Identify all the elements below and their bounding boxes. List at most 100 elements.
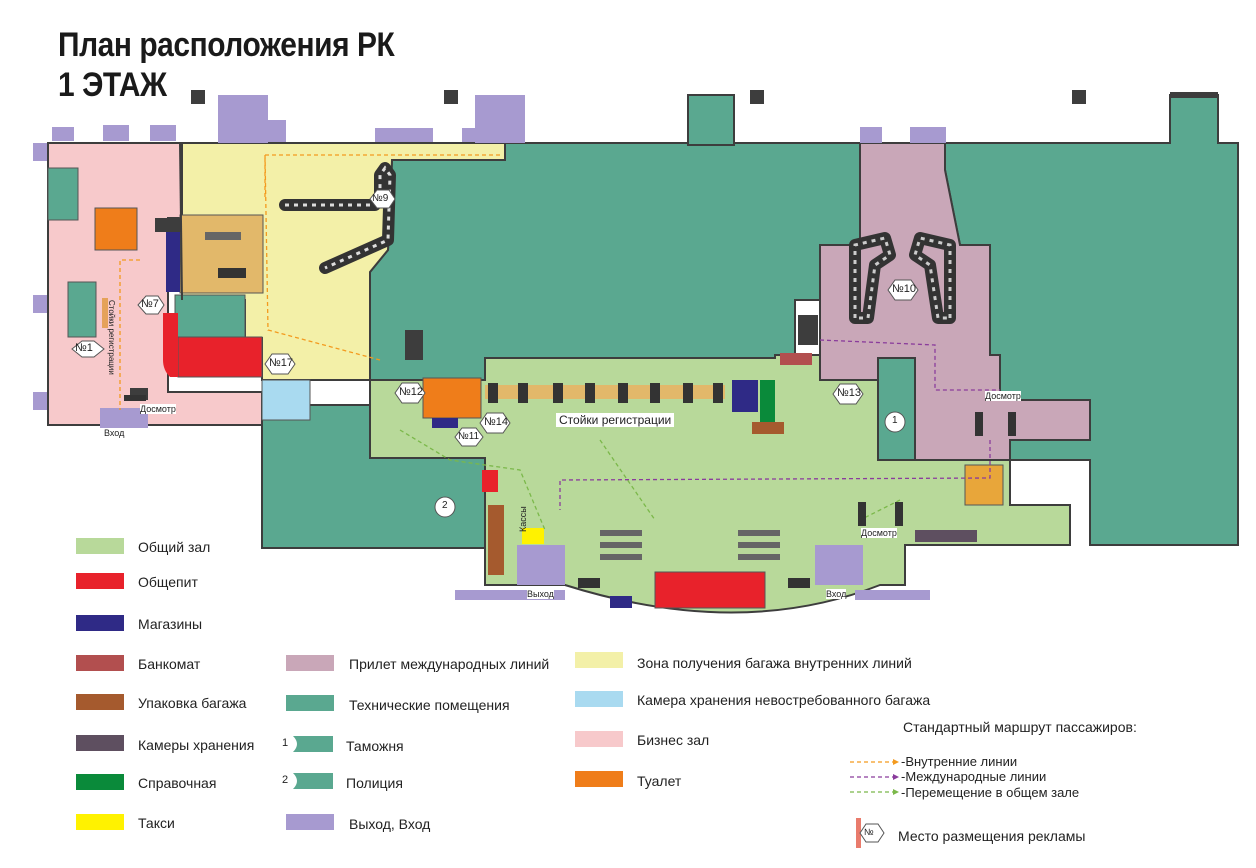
shop-left	[166, 232, 180, 292]
swatch-atm	[76, 655, 124, 671]
legend-baggage-wrap: Упаковка багажа	[138, 695, 247, 711]
marker-n7	[137, 295, 165, 315]
legend-shops: Магазины	[138, 616, 203, 632]
security-left-label: Досмотр	[140, 404, 176, 414]
toilet-center	[422, 377, 482, 419]
label-n9: №9	[372, 193, 389, 204]
marker-n9	[369, 189, 396, 209]
legend-storage: Камеры хранения	[138, 737, 255, 753]
shop-center	[732, 380, 758, 412]
label-n12: №12	[399, 386, 424, 398]
police-marker	[434, 496, 456, 518]
exit-entry-blocks	[33, 95, 946, 600]
route-hall	[399, 429, 901, 531]
marker-n13	[832, 383, 864, 405]
kassy-block	[488, 505, 504, 575]
swatch-intl-arrival	[286, 655, 334, 671]
ad-icon-text: №	[864, 827, 874, 837]
legend-domestic-baggage: Зона получения багажа внутренних линий	[637, 655, 912, 671]
swatch-shops	[76, 615, 124, 631]
legend-info: Справочная	[138, 775, 217, 791]
security-right-top-label: Досмотр	[985, 391, 1021, 401]
legend-police-number: 2	[282, 774, 289, 786]
marker-n17	[264, 353, 296, 375]
legend-customs: Таможня	[346, 738, 404, 754]
legend-police: Полиция	[346, 775, 403, 791]
catering-small	[482, 470, 498, 492]
swatch-info	[76, 774, 124, 790]
marker-n12	[394, 382, 426, 404]
storage-lockers	[915, 530, 977, 542]
marker-n14	[479, 412, 511, 434]
marker-n11	[454, 427, 484, 447]
marker-n1	[71, 340, 105, 358]
entry-left-label: Вход	[104, 428, 125, 438]
legend-unclaimed: Камера хранения невостребованного багажа	[637, 692, 931, 708]
catering-center	[654, 571, 766, 609]
swatch-storage	[76, 735, 124, 751]
route-legend-title: Стандартный маршрут пассажиров:	[903, 719, 1137, 735]
legend-atm: Банкомат	[138, 656, 201, 672]
swatch-toilet	[575, 771, 623, 787]
swatch-domestic-baggage	[575, 652, 623, 668]
route-hall-label: -Перемещение в общем зале	[901, 785, 1080, 800]
legend-exit-entry: Выход, Вход	[349, 816, 431, 832]
legend-technical: Технические помещения	[349, 697, 510, 713]
route-domestic	[119, 154, 500, 410]
ad-place-label: Место размещения рекламы	[898, 828, 1086, 844]
label-n10: №10	[892, 283, 917, 295]
checkin-row	[485, 383, 725, 403]
security-scanners	[124, 395, 1016, 588]
swatch-general-hall	[76, 538, 124, 554]
checkin-label: Стойки регистрации	[556, 413, 675, 427]
kassy-label: Кассы	[518, 506, 528, 532]
checkin-vertical-label: Стойки регистрации	[107, 300, 116, 375]
catering-left-strip	[163, 313, 178, 377]
entry-right-label: Вход	[826, 589, 847, 599]
swatch-unclaimed	[575, 691, 623, 707]
stair-blocks	[191, 90, 1218, 360]
legend-general-hall: Общий зал	[138, 539, 211, 555]
ad-legend-icon	[856, 818, 885, 848]
page-title: План расположения РК	[58, 26, 395, 64]
exit-mid-label: Выход	[527, 589, 554, 599]
route-international	[559, 339, 1000, 510]
police-number: 2	[442, 500, 448, 511]
customs-number: 1	[892, 415, 898, 426]
legend-taxi: Такси	[138, 815, 175, 831]
legend-customs-number: 1	[282, 737, 289, 749]
swatch-business	[575, 731, 623, 747]
route-domestic-label: -Внутренние линии	[901, 754, 1018, 769]
route-legend-arrowheads	[893, 759, 899, 795]
toilet-right	[964, 464, 1004, 506]
label-n11: №11	[458, 431, 480, 442]
ad-markers	[71, 189, 919, 447]
swatch-technical	[286, 695, 334, 711]
swatch-baggage-wrap	[76, 694, 124, 710]
route-legend-arrows	[850, 761, 893, 793]
label-n13: №13	[837, 387, 862, 399]
label-n7: №7	[141, 298, 159, 310]
customs-marker	[884, 411, 906, 433]
swatch-catering	[76, 573, 124, 589]
legend-catering: Общепит	[138, 574, 198, 590]
baggage-wrap	[752, 422, 784, 434]
label-n14: №14	[484, 416, 509, 428]
legend-badges	[293, 736, 333, 789]
taxi-desk	[522, 528, 544, 544]
swatch-exit-entry	[286, 814, 334, 830]
catering-left	[177, 336, 263, 378]
marker-n10	[887, 279, 919, 301]
swatch-taxi	[76, 814, 124, 830]
security-right-bottom-label: Досмотр	[861, 528, 897, 538]
floor-title: 1 ЭТАЖ	[58, 66, 167, 104]
unclaimed-baggage-storage	[261, 379, 311, 421]
legend-toilet: Туалет	[637, 773, 682, 789]
route-international-label: -Международные линии	[901, 769, 1047, 784]
label-n17: №17	[269, 357, 294, 369]
label-n1: №1	[75, 342, 93, 354]
info-desk	[760, 380, 775, 422]
atm	[780, 353, 812, 365]
legend-business: Бизнес зал	[637, 732, 710, 748]
